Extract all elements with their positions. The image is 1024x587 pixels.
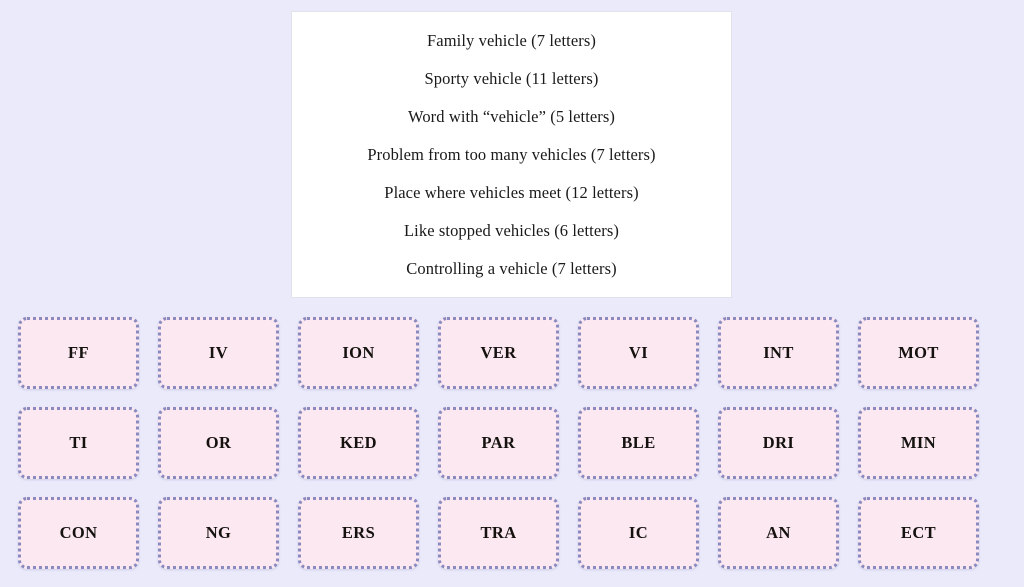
letter-tile[interactable]: KED	[298, 407, 419, 479]
clue-line-7: Controlling a vehicle (7 letters)	[406, 258, 617, 278]
letter-tile-grid: FF IV ION VER VI INT MOT TI OR KED PAR B…	[18, 317, 1006, 569]
clue-line-4: Problem from too many vehicles (7 letter…	[367, 144, 656, 164]
clue-line-2: Sporty vehicle (11 letters)	[424, 68, 599, 88]
clue-line-6: Like stopped vehicles (6 letters)	[404, 220, 619, 240]
letter-tile[interactable]: ERS	[298, 497, 419, 569]
letter-tile[interactable]: NG	[158, 497, 279, 569]
letter-tile[interactable]: TI	[18, 407, 139, 479]
letter-tile[interactable]: OR	[158, 407, 279, 479]
clue-line-5: Place where vehicles meet (12 letters)	[384, 182, 639, 202]
letter-tile[interactable]: VI	[578, 317, 699, 389]
letter-tile[interactable]: DRI	[718, 407, 839, 479]
letter-tile[interactable]: BLE	[578, 407, 699, 479]
letter-tile[interactable]: ION	[298, 317, 419, 389]
letter-tile[interactable]: FF	[18, 317, 139, 389]
letter-tile[interactable]: IC	[578, 497, 699, 569]
clue-panel: Family vehicle (7 letters) Sporty vehicl…	[291, 11, 732, 298]
letter-tile[interactable]: IV	[158, 317, 279, 389]
letter-tile[interactable]: MOT	[858, 317, 979, 389]
letter-tile[interactable]: MIN	[858, 407, 979, 479]
letter-tile[interactable]: PAR	[438, 407, 559, 479]
letter-tile[interactable]: INT	[718, 317, 839, 389]
clue-line-3: Word with “vehicle” (5 letters)	[407, 106, 616, 126]
clue-line-1: Family vehicle (7 letters)	[427, 30, 596, 50]
letter-tile[interactable]: TRA	[438, 497, 559, 569]
letter-tile[interactable]: VER	[438, 317, 559, 389]
letter-tile[interactable]: AN	[718, 497, 839, 569]
letter-tile[interactable]: ECT	[858, 497, 979, 569]
letter-tile[interactable]: CON	[18, 497, 139, 569]
